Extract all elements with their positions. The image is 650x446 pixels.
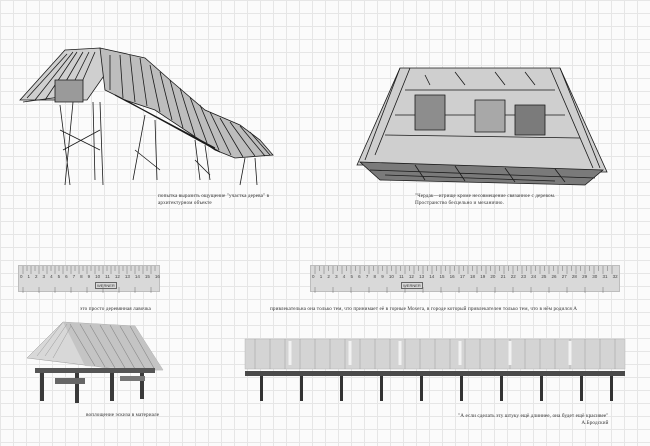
caption-sketch-2-line1: "Чердак—игрище кроме несовмещение связан… — [415, 193, 556, 199]
photo-small-model — [26, 321, 164, 403]
ruler-long-brand: WERNER — [401, 282, 423, 289]
caption-quote: "А если сделать эту штуку ещё длиннее, о… — [458, 413, 609, 419]
sketch-stair-structure — [19, 47, 274, 186]
caption-author: А.Бродский — [581, 420, 609, 426]
sketch-attic-interior — [356, 67, 608, 186]
caption-material: воплощение эскиза в материале — [86, 412, 160, 418]
caption-bench-description: привлекательна она только тем, что прини… — [270, 306, 578, 312]
caption-bench: это просто деревянная лавочка — [80, 306, 151, 312]
caption-sketch-2-line2: Пространство бесцельно и механично. — [415, 200, 504, 206]
caption-sketch-1-line1: попытка выразить ощущение "участка дерев… — [158, 193, 270, 199]
ruler-long-ticks — [314, 266, 613, 293]
photo-long-model — [244, 338, 626, 401]
caption-sketch-1-line2: архитектурном объекте — [158, 200, 212, 206]
ruler-short-ticks — [22, 266, 156, 293]
ruler-short-brand: WERNER — [95, 282, 117, 289]
